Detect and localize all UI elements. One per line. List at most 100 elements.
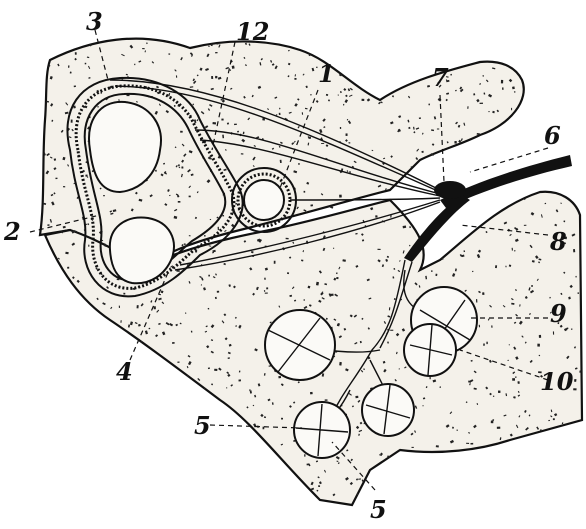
speckle (482, 292, 484, 295)
speckle (470, 443, 473, 445)
speckle (343, 104, 344, 106)
speckle (178, 201, 181, 203)
corpuscle-large-left (265, 310, 335, 380)
speckle (321, 143, 324, 144)
speckle (377, 249, 380, 250)
speckle (204, 235, 206, 237)
label-3: 3 (86, 7, 103, 36)
speckle (172, 342, 175, 344)
speckle (137, 305, 139, 308)
speckle (217, 291, 219, 293)
speckle (123, 293, 125, 295)
speckle (281, 418, 283, 420)
speckle (436, 445, 439, 447)
speckle (498, 391, 501, 394)
speckle (340, 127, 341, 129)
speckle (47, 224, 49, 226)
speckle (274, 261, 276, 264)
speckle (483, 343, 485, 345)
speckle (264, 290, 265, 292)
speckle (472, 271, 473, 272)
speckle (155, 170, 157, 172)
speckle (517, 381, 519, 384)
speckle (495, 265, 497, 268)
speckle (493, 396, 494, 397)
speckle (211, 76, 213, 79)
speckle (228, 357, 230, 359)
speckle (454, 141, 456, 144)
speckle (120, 320, 121, 323)
speckle (226, 387, 227, 388)
speckle (524, 225, 527, 226)
speckle (294, 78, 296, 80)
speckle (201, 284, 202, 285)
speckle (330, 294, 333, 296)
speckle (154, 306, 156, 309)
speckle (304, 454, 305, 456)
label-10: 10 (540, 367, 574, 396)
speckle (362, 99, 365, 101)
speckle (266, 287, 268, 289)
speckle (577, 292, 579, 293)
speckle (67, 267, 69, 269)
corpuscle-bottom (294, 402, 350, 458)
speckle (176, 75, 177, 77)
speckle (221, 99, 223, 100)
speckle (177, 362, 179, 363)
speckle (437, 129, 439, 130)
speckle (573, 388, 576, 390)
speckle (339, 362, 342, 366)
speckle (304, 191, 306, 193)
speckle (575, 276, 576, 278)
speckle (579, 370, 581, 372)
speckle (215, 52, 217, 53)
label-8: 8 (549, 227, 567, 256)
speckle (537, 344, 540, 347)
speckle (553, 418, 555, 420)
speckle (234, 124, 237, 125)
speckle (466, 443, 469, 444)
speckle (497, 427, 500, 429)
speckle (180, 131, 183, 133)
speckle (512, 86, 515, 89)
speckle (355, 396, 358, 398)
speckle (55, 178, 57, 180)
speckle (119, 306, 120, 308)
speckle (85, 63, 87, 65)
speckle (491, 325, 492, 327)
speckle (54, 158, 56, 160)
speckle (502, 87, 504, 89)
speckle (431, 270, 432, 272)
speckle (241, 153, 244, 154)
speckle (491, 420, 494, 423)
speckle (88, 245, 89, 247)
speckle (486, 342, 487, 344)
label-2: 2 (3, 217, 21, 246)
speckle (337, 324, 340, 327)
label-5: 5 (194, 411, 211, 440)
speckle (488, 111, 489, 112)
corpuscle-right-lower (404, 324, 456, 376)
speckle (435, 274, 437, 276)
label-6: 6 (544, 121, 561, 150)
speckle (184, 243, 186, 245)
label-5b: 5 (370, 495, 387, 524)
speckle (326, 94, 328, 96)
speckle (473, 93, 475, 95)
speckle (574, 379, 576, 382)
speckle (181, 166, 183, 168)
speckle (65, 252, 68, 255)
label-9: 9 (550, 299, 567, 328)
speckle (103, 195, 105, 196)
speckle (168, 53, 170, 54)
speckle (531, 285, 533, 287)
speckle (476, 299, 477, 302)
speckle (573, 249, 575, 252)
speckle (548, 420, 550, 421)
speckle (336, 277, 338, 279)
speckle (303, 299, 305, 301)
label-12: 12 (236, 17, 269, 46)
speckle (287, 272, 289, 274)
speckle (211, 44, 213, 46)
